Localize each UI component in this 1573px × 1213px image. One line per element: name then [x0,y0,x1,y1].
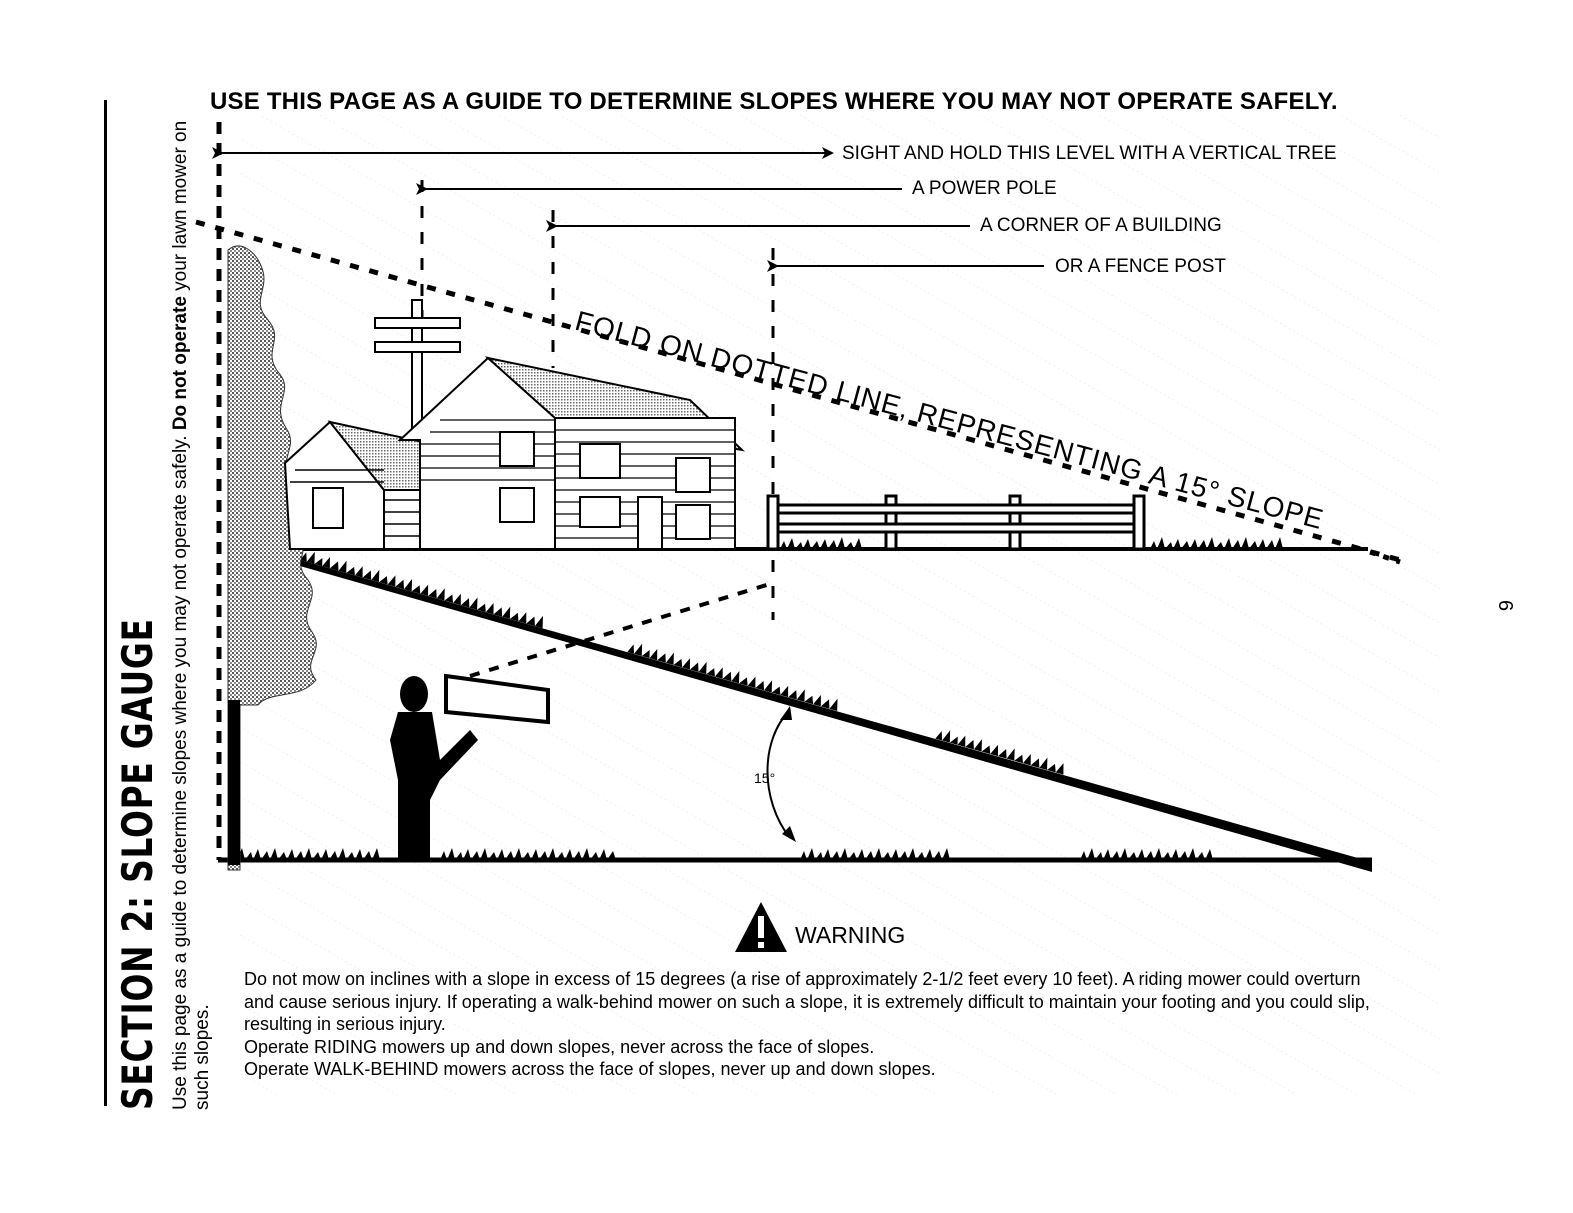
fold-line-end [1369,549,1401,565]
warning-text: Do not mow on inclines with a slope in e… [244,968,1384,1081]
warning-title: WARNING [795,922,906,948]
slope-ground [300,560,1372,872]
warning-line: Operate WALK-BEHIND mowers across the fa… [244,1059,936,1079]
angle-arc [766,709,791,839]
headline: USE THIS PAGE AS A GUIDE TO DETERMINE SL… [210,88,1338,115]
person-holding-gauge [390,581,774,860]
angle-arrow-top [780,706,792,720]
warning-icon [735,902,787,952]
margin-rule [104,100,107,1106]
large-house [397,356,746,550]
page-number: 9 [1496,599,1519,612]
warning-line: Do not mow on inclines with a slope in e… [244,969,1370,1034]
pole-pointer-label: A POWER POLE [912,178,1057,199]
fold-dotted-line [195,219,1401,563]
tree-trunk [228,700,240,865]
building-pointer-label: A CORNER OF A BUILDING [980,215,1222,236]
tree-pointer-label: SIGHT AND HOLD THIS LEVEL WITH A VERTICA… [842,143,1337,164]
fence-pointer-label: OR A FENCE POST [1055,256,1227,277]
angle-arrow-bottom [782,826,796,842]
angle-label: 15° [754,770,776,786]
fence [766,494,1146,551]
warning-line: Operate RIDING mowers up and down slopes… [244,1036,875,1057]
slope-grass [300,551,1064,775]
